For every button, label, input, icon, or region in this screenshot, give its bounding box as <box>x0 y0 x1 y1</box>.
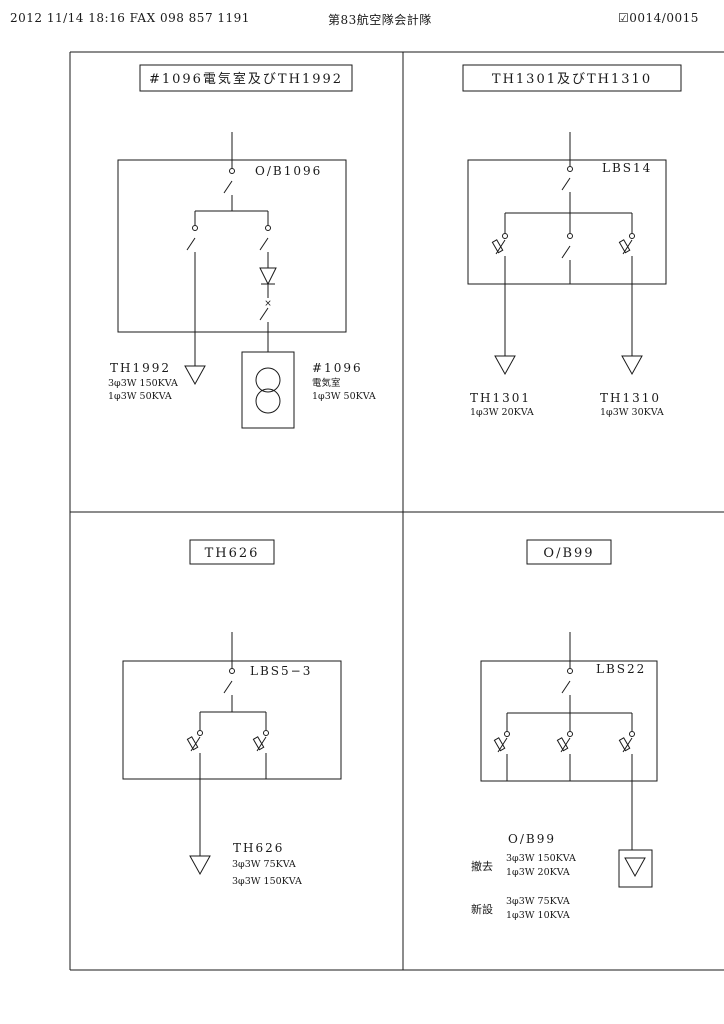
switchgear-box <box>480 660 658 782</box>
load-spec-right-1: 1φ3W 30KVA <box>600 407 664 418</box>
switchgear-label: LBS14 <box>602 161 652 175</box>
load-triangle-icon <box>624 857 646 878</box>
fuse-icon <box>493 737 506 752</box>
load-spec-right-1: 1φ3W 50KVA <box>312 391 376 402</box>
panel-title: #1096電気室及びTH1992 <box>149 71 343 87</box>
switchgear-box <box>122 660 342 780</box>
fuse-icon <box>186 736 199 751</box>
load-name: O/B99 <box>508 832 556 846</box>
load-spec-left-2: 1φ3W 50KVA <box>108 391 172 402</box>
fax-header-organization: 第83航空隊会計隊 <box>328 13 432 27</box>
panel-title-box <box>139 64 353 92</box>
new-spec-1: 3φ3W 75KVA <box>506 896 570 907</box>
main-switch <box>561 680 571 694</box>
panel-title-box <box>462 64 682 92</box>
main-switch <box>223 680 233 694</box>
feeder-circuit <box>186 632 269 876</box>
switchgear-label: LBS22 <box>596 662 646 676</box>
feeder-circuit: × <box>184 132 295 429</box>
switchgear-box <box>467 159 667 285</box>
removed-label: 撤去 <box>471 859 493 873</box>
panel-title: O/B99 <box>543 546 594 561</box>
load-spec-1: 3φ3W 75KVA <box>232 859 296 870</box>
transformer-enclosure <box>241 351 295 429</box>
removed-spec-2: 1φ3W 20KVA <box>506 867 570 878</box>
load-enclosure <box>618 849 653 888</box>
load-name-left: TH1992 <box>110 361 171 375</box>
panel-title: TH626 <box>205 546 260 561</box>
load-room-right: 電気室 <box>312 377 341 389</box>
panel-title: TH1301及びTH1310 <box>492 72 652 87</box>
feeder-circuit <box>493 632 653 888</box>
panel-bottom-right: O/B99 LBS22 O/B99 <box>471 539 658 921</box>
main-switch <box>561 177 571 191</box>
switchgear-label: LBS5−3 <box>250 664 312 678</box>
main-switch <box>223 180 233 194</box>
load-spec-left-1: 3φ3W 150KVA <box>108 378 178 389</box>
fuse-icon <box>618 239 631 254</box>
load-name-left: TH1301 <box>470 391 531 405</box>
disconnect-mark-icon: × <box>264 299 272 309</box>
load-triangle-icon <box>189 855 211 876</box>
load-name-right: TH1310 <box>600 391 661 405</box>
load-triangle-icon <box>184 365 206 386</box>
sheet-frame <box>69 51 724 971</box>
fuse-icon <box>556 737 569 752</box>
switchgear-label: O/B1096 <box>255 164 322 178</box>
fuse-icon <box>491 239 504 254</box>
removed-spec-1: 3φ3W 150KVA <box>506 853 576 864</box>
load-name-right: #1096 <box>312 361 363 375</box>
switchgear-box <box>117 159 347 333</box>
branch-switch-middle <box>561 245 571 259</box>
panel-top-left: #1096電気室及びTH1992 O/B1096 × <box>108 64 376 429</box>
fuse-icon <box>252 736 265 751</box>
load-triangle-icon <box>621 355 643 376</box>
transformer-icon <box>255 367 281 393</box>
panel-title-box <box>526 539 612 565</box>
load-name: TH626 <box>233 841 284 855</box>
branch-switch-right <box>259 237 269 251</box>
panel-title-box <box>189 539 275 565</box>
fax-header-sender: 2012 11/14 18:16 FAX 098 857 1191 <box>10 11 250 25</box>
fuse-triangle-icon <box>259 267 277 286</box>
load-triangle-icon <box>494 355 516 376</box>
feeder-circuit <box>491 132 643 376</box>
load-spec-left-1: 1φ3W 20KVA <box>470 407 534 418</box>
branch-switch-left <box>186 237 196 251</box>
panel-bottom-left: TH626 LBS5−3 TH626 3φ3W 75KVA 3φ3W 150KV… <box>122 539 342 887</box>
fuse-icon <box>618 737 631 752</box>
new-label: 新設 <box>471 902 493 916</box>
new-spec-2: 1φ3W 10KVA <box>506 910 570 921</box>
load-spec-2: 3φ3W 150KVA <box>232 876 302 887</box>
fax-header-page-count: ☑0014/0015 <box>618 11 699 25</box>
panel-top-right: TH1301及びTH1310 LBS14 <box>462 64 682 418</box>
